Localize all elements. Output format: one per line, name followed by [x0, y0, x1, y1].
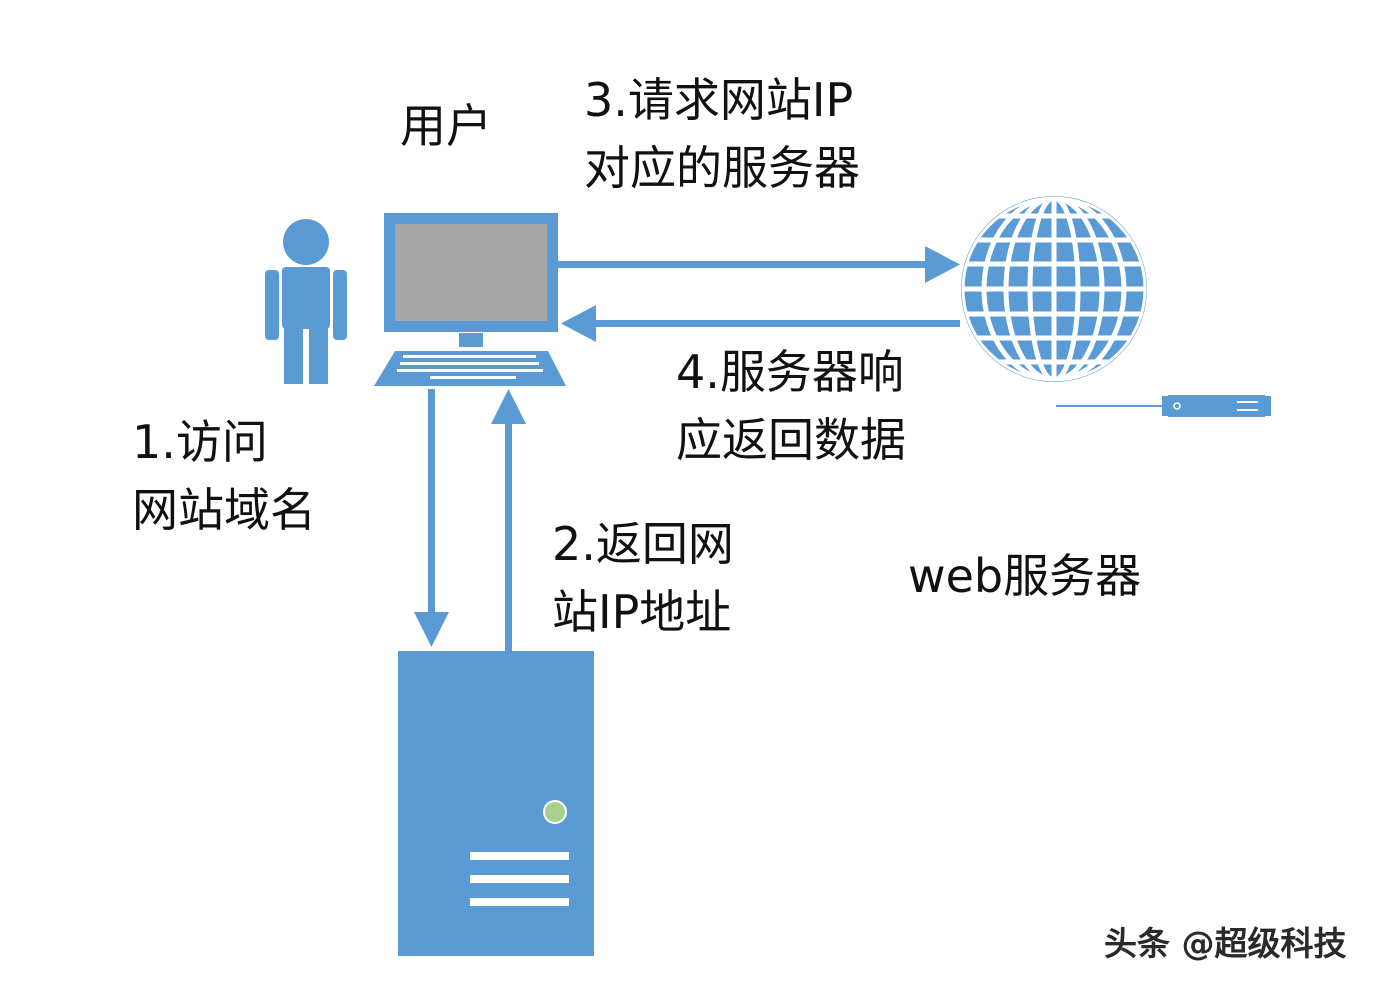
step3-line2: 对应的服务器: [584, 141, 860, 195]
watermark: 头条 @超级科技: [1104, 924, 1347, 963]
web-server-label: web服务器: [908, 549, 1142, 603]
step2-line1: 2.返回网: [552, 517, 734, 571]
step4-line1: 4.服务器响: [676, 345, 904, 399]
step2-line2: 站IP地址: [552, 585, 732, 639]
rack-server-icon: [1056, 395, 1271, 417]
step1-line2: 网站域名: [132, 483, 316, 537]
step1-line1: 1.访问: [132, 415, 268, 469]
arrow-response-data: [561, 305, 960, 342]
step2-label: 2.返回网 站IP地址: [552, 510, 734, 646]
step4-label: 4.服务器响 应返回数据: [676, 338, 906, 474]
globe-icon: [961, 196, 1147, 382]
computer-screen: [395, 224, 547, 321]
step4-line2: 应返回数据: [676, 413, 906, 467]
step1-label: 1.访问 网站域名: [132, 408, 316, 544]
status-light: [543, 800, 567, 824]
user-label: 用户: [400, 99, 492, 153]
arrow-query-domain: [414, 389, 449, 647]
arrow-request-ip: [557, 246, 960, 283]
desktop-computer-icon: [374, 213, 566, 386]
keyboard-keys: [397, 355, 543, 379]
person-icon: [265, 219, 347, 384]
step3-line1: 3.请求网站IP: [584, 73, 854, 127]
step3-label: 3.请求网站IP 对应的服务器: [584, 66, 860, 202]
arrow-return-ip: [491, 389, 526, 651]
tower-server-icon: [398, 651, 594, 956]
